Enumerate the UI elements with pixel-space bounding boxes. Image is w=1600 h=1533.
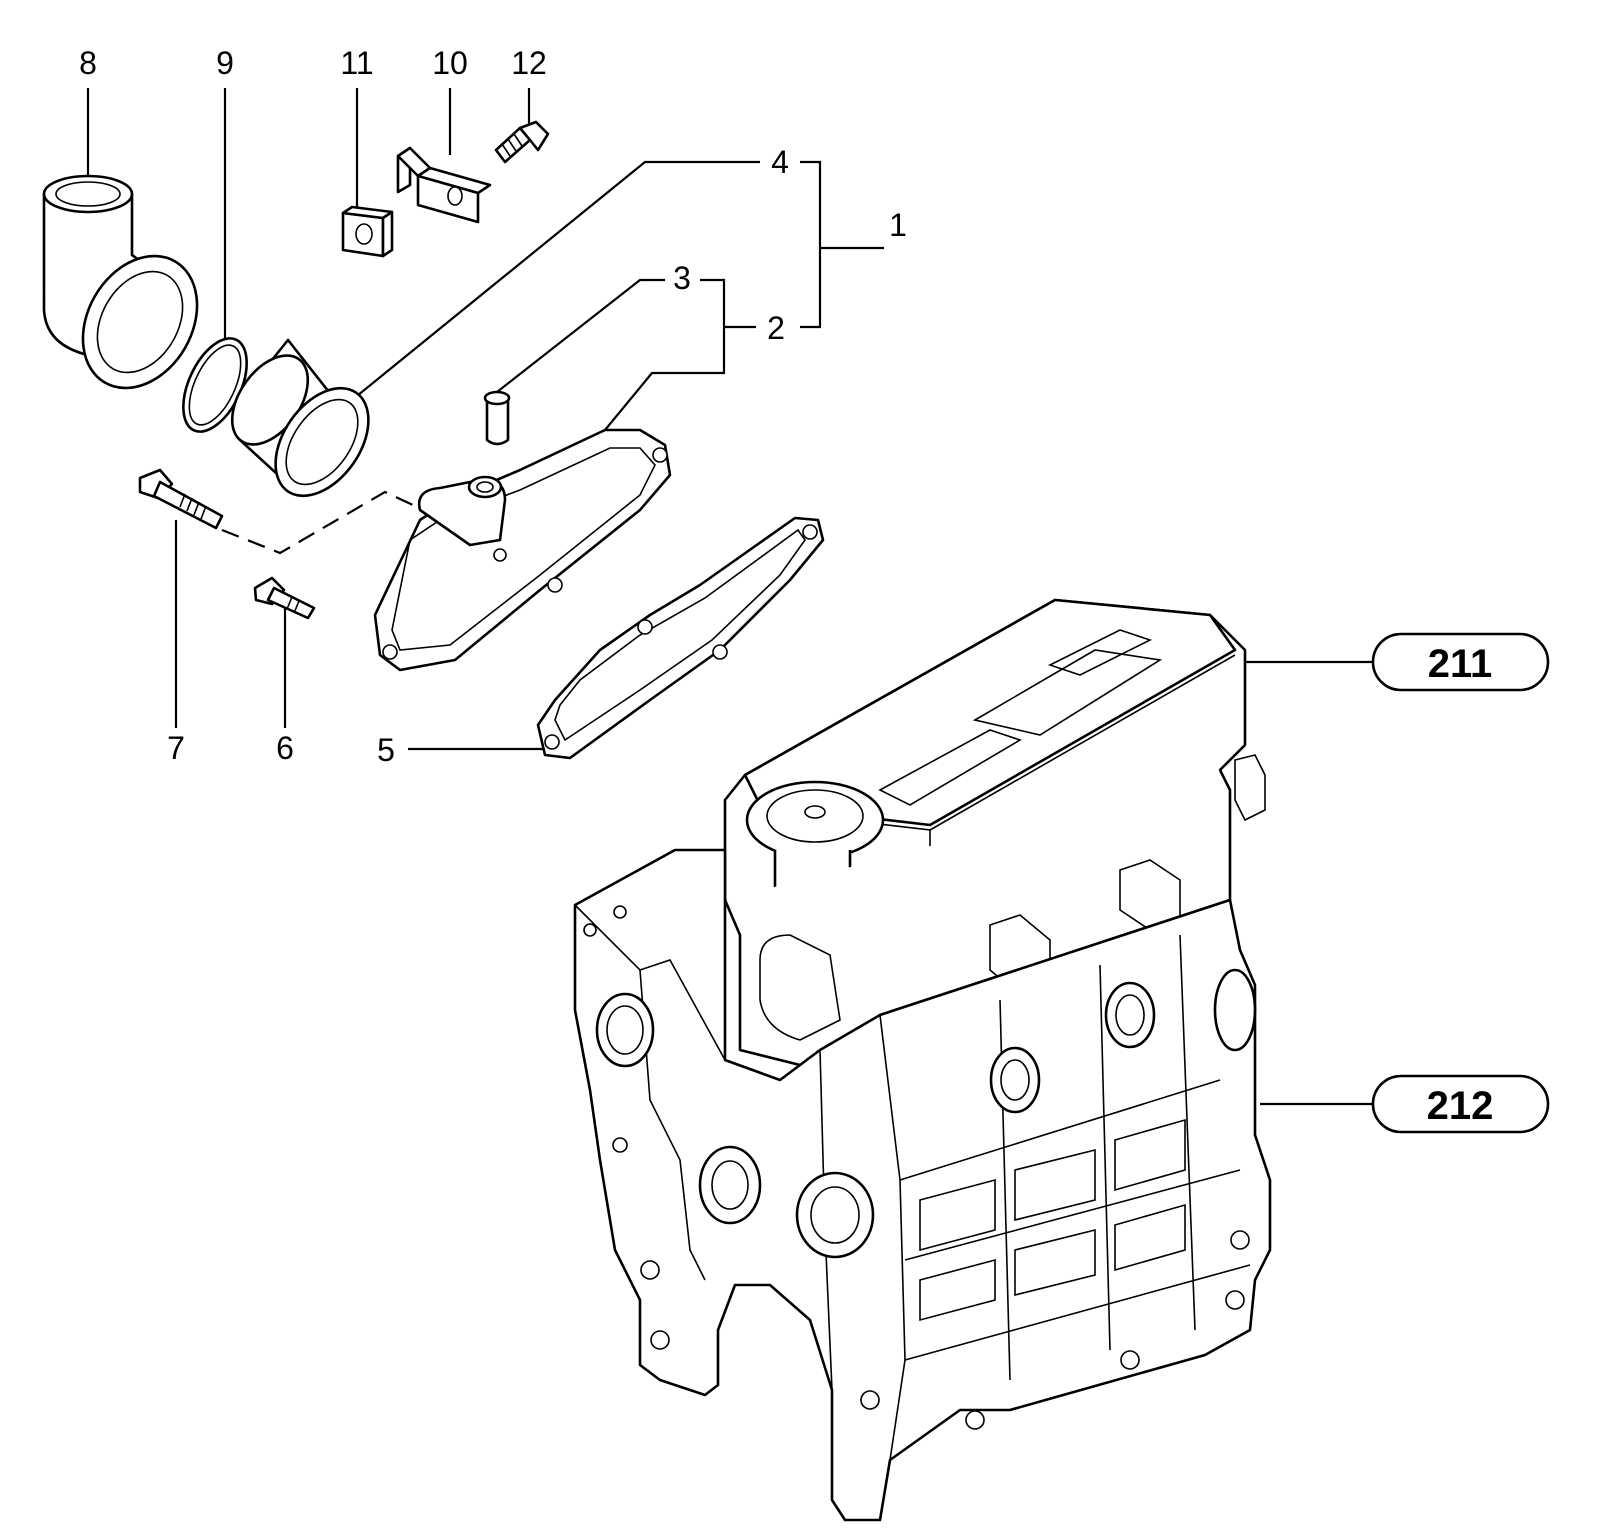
leader-lines: [86, 88, 1373, 1106]
callout-4: 4: [771, 144, 789, 180]
callout-8: 8: [79, 45, 97, 81]
callout-10: 10: [432, 45, 468, 81]
bracket-part-10: [396, 146, 492, 224]
cylinder-head-211: [723, 598, 1266, 1067]
callout-5: 5: [377, 732, 395, 768]
callout-7: 7: [167, 730, 185, 766]
thermostat-housing-part-2: [373, 428, 672, 672]
plug-part-3: [483, 390, 511, 446]
callout-3: 3: [673, 260, 691, 296]
callout-6: 6: [276, 730, 294, 766]
sleeve-part-4: [230, 338, 370, 498]
bolt-part-12: [494, 120, 550, 164]
callout-12: 12: [511, 45, 547, 81]
engine-block-212: [573, 848, 1272, 1522]
short-bolt-part-6: [253, 576, 316, 620]
square-nut-part-11: [341, 205, 394, 258]
callout-9: 9: [216, 45, 234, 81]
reference-label-211: 211: [1428, 642, 1493, 686]
reference-box-211: 211: [1371, 632, 1550, 692]
long-bolt-part-7: [138, 468, 224, 530]
reference-label-212: 212: [1427, 1084, 1494, 1128]
o-ring-part-9: [182, 337, 248, 433]
reference-box-212: 212: [1371, 1074, 1550, 1134]
gasket-part-5: [536, 516, 825, 760]
callout-2: 2: [767, 310, 785, 346]
callout-11: 11: [340, 45, 373, 81]
callout-1: 1: [889, 207, 907, 243]
elbow-hose-part-8: [42, 174, 199, 390]
